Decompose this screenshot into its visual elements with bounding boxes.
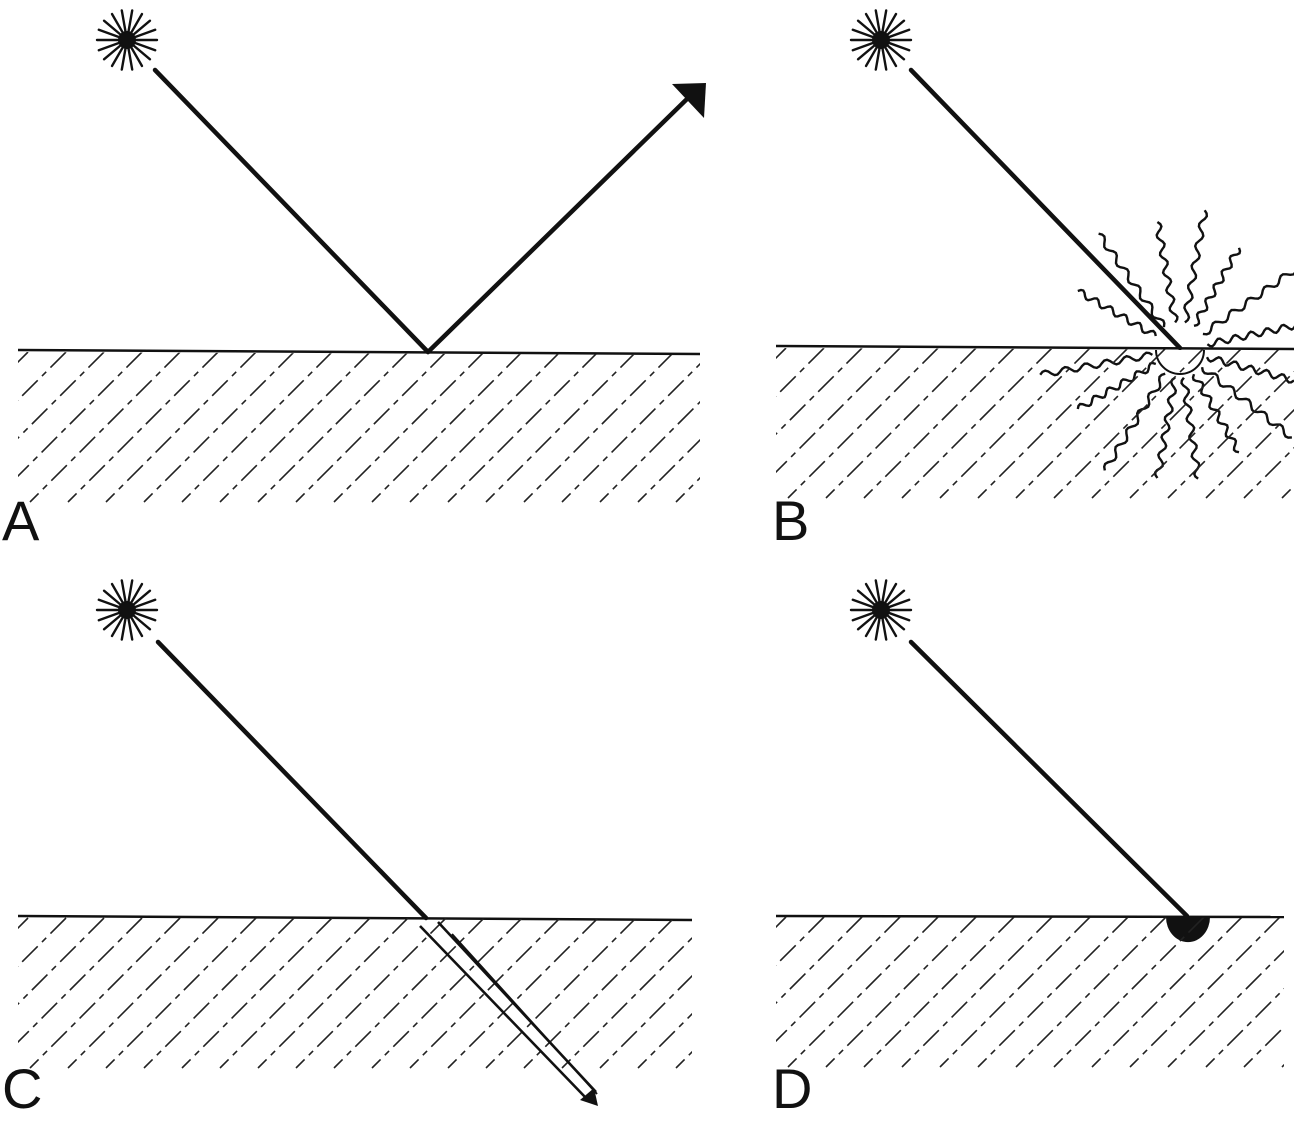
scattered-wave xyxy=(1155,221,1179,324)
scattered-wave xyxy=(1077,288,1157,337)
incident-ray xyxy=(908,67,1183,351)
scattered-wave xyxy=(1200,366,1292,439)
absorption-point xyxy=(1166,917,1210,943)
scatter-point xyxy=(1155,349,1205,375)
surface-line xyxy=(775,344,1294,351)
panel-a: A xyxy=(2,9,706,552)
scattered-wave xyxy=(1193,247,1242,327)
surface-line xyxy=(17,348,701,356)
scattered-wave xyxy=(1205,356,1294,384)
incident-ray xyxy=(908,639,1190,919)
panel-b: B xyxy=(772,9,1294,552)
medium-hatching xyxy=(776,348,1294,499)
scattered-wave xyxy=(1098,232,1166,328)
panel-label-b: B xyxy=(772,489,809,552)
reflected-ray xyxy=(425,95,691,355)
arrowhead-icon xyxy=(580,1088,598,1106)
panel-label-d: D xyxy=(772,1057,812,1120)
surface-line xyxy=(17,914,693,922)
scattered-wave xyxy=(1102,372,1166,471)
transmitted-ray xyxy=(419,921,598,1106)
panel-c: C xyxy=(2,579,693,1120)
starburst-icon xyxy=(849,9,913,71)
scattered-wave xyxy=(1180,376,1201,480)
scattered-wave xyxy=(1153,376,1178,479)
panel-d: D xyxy=(772,579,1285,1120)
surface-line xyxy=(775,914,1285,919)
starburst-icon xyxy=(849,579,913,641)
medium-hatching xyxy=(776,916,1284,1068)
scattered-waves xyxy=(1039,209,1294,480)
medium-hatching xyxy=(18,917,692,1069)
medium-hatching xyxy=(18,352,700,503)
scattered-wave xyxy=(1039,351,1154,377)
starburst-icon xyxy=(95,579,159,641)
scattered-wave xyxy=(1206,323,1294,348)
incident-ray xyxy=(152,67,431,355)
scattered-wave xyxy=(1183,209,1209,324)
panel-label-a: A xyxy=(2,489,40,552)
arrowhead-icon xyxy=(672,83,706,118)
starburst-icon xyxy=(95,9,159,71)
incident-ray xyxy=(155,639,429,921)
scattered-wave xyxy=(1202,271,1294,336)
scattered-wave xyxy=(1076,361,1157,410)
panel-label-c: C xyxy=(2,1057,42,1120)
